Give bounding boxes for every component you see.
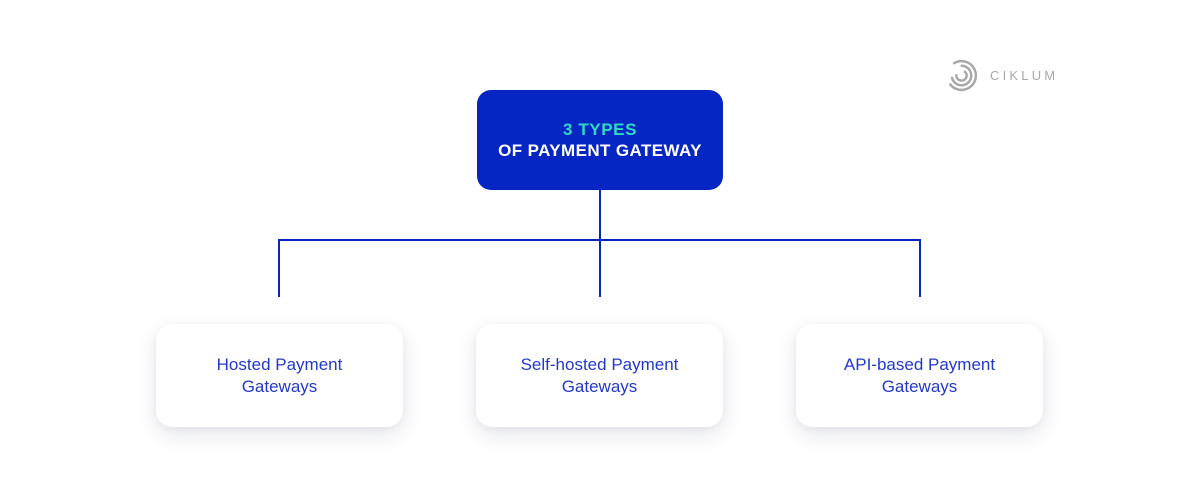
brand-wordmark: CIKLUM: [990, 68, 1059, 83]
brand-logo: CIKLUM: [943, 57, 1058, 94]
connector-drop-middle: [599, 239, 601, 297]
connector-stem: [599, 190, 601, 240]
root-title-label: OF PAYMENT GATEWAY: [498, 140, 702, 160]
node-label: Self-hosted Payment Gateways: [520, 354, 679, 396]
node-self-hosted-payment-gateways: Self-hosted Payment Gateways: [476, 324, 723, 427]
connector-drop-right: [919, 239, 921, 297]
root-title-count: 3 TYPES: [562, 119, 638, 139]
node-label: Hosted Payment Gateways: [216, 354, 343, 396]
root-node-payment-gateway-types: 3 TYPES OF PAYMENT GATEWAY: [477, 90, 723, 190]
node-hosted-payment-gateways: Hosted Payment Gateways: [156, 324, 403, 427]
node-label: API-based Payment Gateways: [843, 354, 996, 396]
connector-drop-left: [278, 239, 280, 297]
ciklum-arcs-icon: [945, 59, 978, 92]
node-api-based-payment-gateways: API-based Payment Gateways: [796, 324, 1043, 427]
